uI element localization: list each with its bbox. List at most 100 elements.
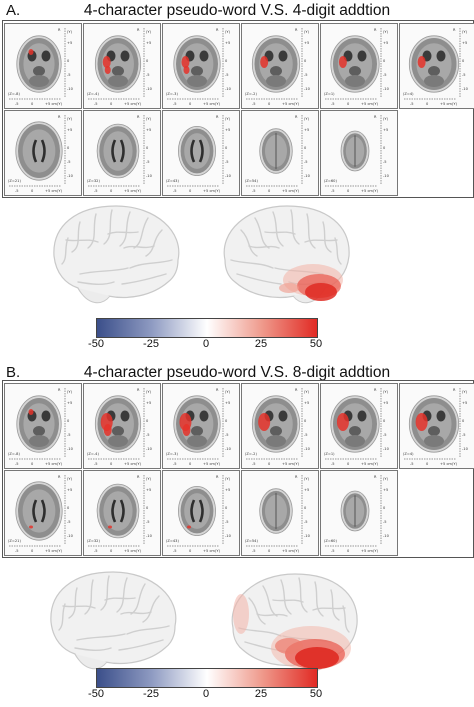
slice-z-label: (Z=-4) <box>87 452 99 456</box>
axis-tick-label: -5 <box>94 549 98 553</box>
axis-tick-label: +5 <box>225 488 230 492</box>
orbit <box>436 50 446 62</box>
sulcus <box>230 259 274 269</box>
orientation-label: R <box>137 28 140 32</box>
axis-tick-label: -5 <box>67 160 71 164</box>
orbit <box>357 50 367 62</box>
sulcus <box>256 613 288 617</box>
axis-tick-label: 0 <box>304 146 307 150</box>
axis-tick-label: -10 <box>225 87 232 91</box>
orientation-label: R <box>137 388 140 392</box>
colorbar-tick: 25 <box>254 338 268 350</box>
axis-tick-label: 0 <box>146 419 149 423</box>
axis-tick-label: (Y) <box>136 102 142 106</box>
axis-unit-label: (Y) <box>67 117 73 121</box>
sulcus <box>312 607 346 611</box>
sulcus <box>104 597 136 601</box>
axis-tick-label: +5 <box>146 488 151 492</box>
colorbar-tick: -25 <box>143 688 159 700</box>
axis-tick-label: -10 <box>146 174 153 178</box>
activation-region <box>305 283 337 301</box>
axis-tick-label: -5 <box>173 189 177 193</box>
panel-a-title: 4-character pseudo-word V.S. 4-digit add… <box>83 2 391 19</box>
sulcus <box>280 579 292 615</box>
ventricle <box>40 139 46 163</box>
slice-z-label: (Z=-8) <box>8 452 20 456</box>
orientation-label: R <box>295 388 298 392</box>
axis-tick-label: -5 <box>383 160 387 164</box>
axis-tick-label: -5 <box>252 189 256 193</box>
sulcus <box>118 639 164 651</box>
orientation-label: R <box>295 475 298 479</box>
slice-z-label: (Z=43) <box>166 539 179 543</box>
axis-unit-label: (Y) <box>225 390 231 394</box>
orientation-label: R <box>374 388 377 392</box>
axis-tick-label: (Y) <box>215 102 221 106</box>
axis-tick-label: -5 <box>383 433 387 437</box>
axis-tick-label: -5 <box>146 520 150 524</box>
panel-a-letter: A. <box>6 2 21 19</box>
sulcus <box>116 577 128 613</box>
axis-tick-label: -10 <box>304 534 311 538</box>
axis-tick-label: -5 <box>67 520 71 524</box>
orbit <box>199 410 209 422</box>
axis-tick-label: +5 <box>146 128 151 132</box>
axis-tick-label: (Y) <box>57 462 63 466</box>
ventricle <box>40 499 46 523</box>
orientation-label: R <box>216 388 219 392</box>
activation-blob <box>260 56 269 68</box>
axis-tick-label: +5 cm <box>124 189 136 193</box>
axis-tick-label: 0 <box>67 419 70 423</box>
axis-tick-label: +5 cm <box>45 549 57 553</box>
axis-tick-label: 0 <box>462 419 465 423</box>
orientation-label: R <box>453 28 456 32</box>
axis-tick-label: +5 <box>67 401 72 405</box>
axis-tick-label: 0 <box>31 189 34 193</box>
cerebellum <box>77 287 111 304</box>
slice-z-label: (Z=54) <box>245 539 258 543</box>
slice-z-label: (Z=1) <box>324 92 335 96</box>
orientation-label: R <box>58 28 61 32</box>
axis-tick-label: (Y) <box>294 102 300 106</box>
sulcus <box>62 605 96 609</box>
orientation-label: R <box>295 28 298 32</box>
axis-tick-label: +5 cm <box>282 549 294 553</box>
slice-z-label: (Z=-4) <box>87 92 99 96</box>
orientation-label: R <box>58 115 61 119</box>
sulcus <box>121 273 167 285</box>
axis-tick-label: 0 <box>225 419 228 423</box>
axis-tick-label: -5 <box>462 433 466 437</box>
panel-a-brain-renders <box>53 205 350 304</box>
axis-tick-label: +5 <box>304 401 309 405</box>
orientation-label: R <box>374 475 377 479</box>
sulcus <box>87 213 97 249</box>
brain-surface <box>50 571 177 666</box>
axis-tick-label: -5 <box>252 462 256 466</box>
axis-tick-label: -10 <box>304 174 311 178</box>
axis-tick-label: 0 <box>383 506 386 510</box>
axis-tick-label: +5 <box>383 488 388 492</box>
ventricle <box>119 499 125 523</box>
sulcus <box>272 599 304 603</box>
orbit <box>120 50 130 62</box>
orientation-label: R <box>58 388 61 392</box>
axis-tick-label: -5 <box>304 73 308 77</box>
orbit <box>436 410 446 422</box>
axis-tick-label: 0 <box>110 189 113 193</box>
axis-tick-label: 0 <box>383 59 386 63</box>
axis-tick-label: (Y) <box>452 102 458 106</box>
panel-b-letter: B. <box>6 364 21 381</box>
axis-tick-label: +5 cm <box>203 462 215 466</box>
axis-tick-label: 0 <box>110 462 113 466</box>
axis-tick-label: +5 cm <box>282 189 294 193</box>
axis-unit-label: (Y) <box>225 117 231 121</box>
axis-tick-label: -5 <box>173 549 177 553</box>
activation-blob <box>104 66 111 74</box>
axis-tick-label: (Y) <box>215 462 221 466</box>
